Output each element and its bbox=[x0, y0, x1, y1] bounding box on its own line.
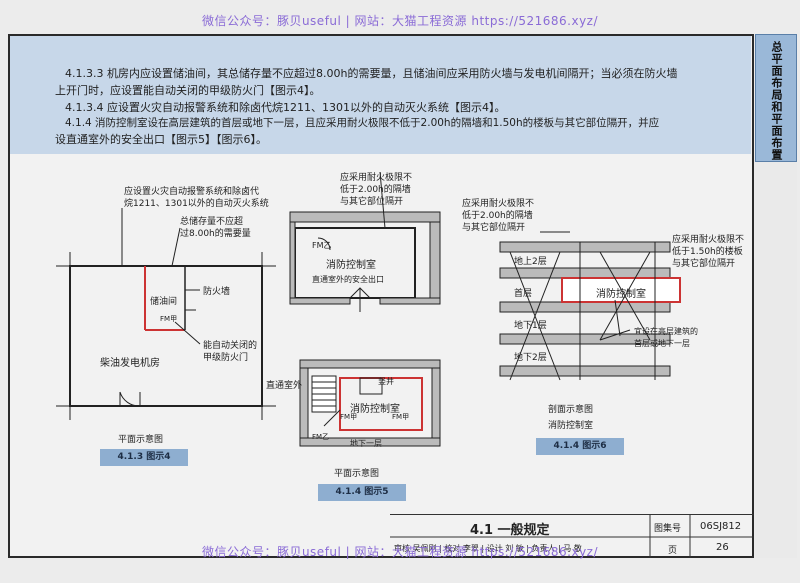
fig6-note-1: 应采用耐火极限不 bbox=[462, 199, 535, 209]
fig5-note-1: 应采用耐火极限不 bbox=[340, 173, 413, 183]
atlas-label: 图集号 bbox=[654, 524, 682, 534]
fig4-room: 柴油发电机房 bbox=[100, 358, 160, 369]
fig5-caption: 4.1.4 图示5 bbox=[318, 484, 406, 501]
fig4-subcaption: 平面示意图 bbox=[118, 435, 164, 445]
fig4-auto-door: 能自动关闭的 bbox=[203, 341, 258, 351]
fig5-room-bot: 消防控制室 bbox=[350, 404, 400, 415]
fig5-room-top: 消防控制室 bbox=[326, 260, 376, 271]
fig6-note-1c: 与其它部位隔开 bbox=[462, 223, 526, 233]
signature-row: 审核 吴佩刚 | 校对 李翠 | 设计 刘 敏 | 负责人 | 马 敬 bbox=[394, 544, 582, 553]
page-no: 26 bbox=[716, 542, 729, 553]
fig6-slab-1 bbox=[499, 241, 671, 253]
fig6-floor-b2: 地下2层 bbox=[514, 353, 547, 363]
fig6-control-room bbox=[561, 277, 681, 303]
fig6-sub-1: 剖面示意图 bbox=[548, 405, 594, 415]
fig4-note-top: 应设置火灾自动报警系统和除卤代 bbox=[124, 187, 260, 197]
page-label: 页 bbox=[668, 546, 678, 556]
section-title: 4.1 一般规定 bbox=[470, 523, 550, 538]
paragraph-5: 设直通室外的安全出口【图示5】【图示6】。 bbox=[55, 133, 267, 146]
fig5-top-wall bbox=[289, 211, 441, 223]
fig4-auto-door-2: 甲级防火门 bbox=[203, 353, 249, 363]
fig5-fm-b2: FM乙 bbox=[312, 433, 330, 441]
fig5-fm-a2: FM甲 bbox=[392, 413, 410, 421]
atlas-no: 06SJ812 bbox=[700, 521, 742, 532]
fig4-caption: 4.1.3 图示4 bbox=[100, 449, 188, 466]
fig5-b1: 地下一层 bbox=[350, 439, 382, 448]
fig5-note-1b: 低于2.00h的隔墙 bbox=[340, 185, 411, 195]
watermark-bottom: 微信公众号：豚贝useful | 网站：大猫工程资源 https://52168… bbox=[201, 545, 599, 559]
fig5-exit-top: 直通室外的安全出口 bbox=[312, 275, 384, 284]
fig4-door-fm: FM甲 bbox=[160, 315, 178, 323]
side-tab: 总平面布局和平面布置 bbox=[755, 34, 797, 162]
fig4-note-storage-2: 过8.00h的需要量 bbox=[180, 229, 251, 239]
fig5-note-1c: 与其它部位隔开 bbox=[340, 197, 404, 207]
fig6-floor-b1: 地下1层 bbox=[514, 321, 547, 331]
fig6-note-3: 宜设在高层建筑的 bbox=[634, 327, 698, 336]
fig5-subcaption: 平面示意图 bbox=[334, 469, 380, 479]
fig6-floor-1: 首层 bbox=[514, 289, 533, 299]
fig4-note-top-2: 烷1211、1301以外的自动灭火系统 bbox=[124, 199, 269, 209]
fig5-shaft: 竖井 bbox=[378, 377, 394, 386]
watermark-top: 微信公众号：豚贝useful | 网站：大猫工程资源 https://52168… bbox=[201, 14, 599, 28]
fig5-exit-lbl: 直通室外 bbox=[266, 381, 303, 391]
paragraph-3: 4.1.3.4 应设置火灾自动报警系统和除卤代烷1211、1301以外的自动灭火… bbox=[65, 101, 506, 114]
paragraph-1: 4.1.3.3 机房内应设置储油间，其总储存量不应超过8.00h的需要量，且储油… bbox=[65, 67, 678, 80]
fig4-oil-room: 储油间 bbox=[150, 297, 178, 307]
fig6-note-2: 应采用耐火极限不 bbox=[672, 235, 745, 245]
fig5-bottom-wall bbox=[299, 359, 441, 369]
fig4-note-storage: 总储存量不应超 bbox=[180, 217, 244, 227]
fig5-fm-b1: FM乙 bbox=[312, 241, 332, 250]
fig6-room: 消防控制室 bbox=[596, 289, 646, 300]
title-block: 4.1 一般规定 图集号 06SJ812 审核 吴佩刚 | 校对 李翠 | 设计… bbox=[390, 514, 754, 559]
fig4-room-outline bbox=[69, 265, 263, 407]
text-panel: 4.1.3.3 机房内应设置储油间，其总储存量不应超过8.00h的需要量，且储油… bbox=[10, 36, 751, 154]
fig4-firewall: 防火墙 bbox=[203, 287, 231, 297]
side-strip bbox=[755, 162, 797, 558]
fig6-floor-up2: 地上2层 bbox=[514, 257, 547, 267]
fig6-note-2c: 与其它部位隔开 bbox=[672, 259, 736, 269]
fig6-caption: 4.1.4 图示6 bbox=[536, 438, 624, 455]
paragraph-4: 4.1.4 消防控制室设在高层建筑的首层或地下一层，且应采用耐火极限不低于2.0… bbox=[65, 117, 660, 129]
fig6-sub-2: 消防控制室 bbox=[548, 421, 594, 431]
paragraph-2: 上开门时，应设置能自动关闭的甲级防火门【图示4】。 bbox=[55, 84, 321, 97]
fig6-note-1b: 低于2.00h的隔墙 bbox=[462, 211, 533, 221]
fig6-note-2b: 低于1.50h的楼板 bbox=[672, 247, 743, 257]
fig5-fm-a1: FM甲 bbox=[340, 413, 358, 421]
side-tab-label: 总平面布局和平面布置 bbox=[770, 41, 783, 161]
fig6-note-3b: 首层或地下一层 bbox=[634, 339, 690, 348]
